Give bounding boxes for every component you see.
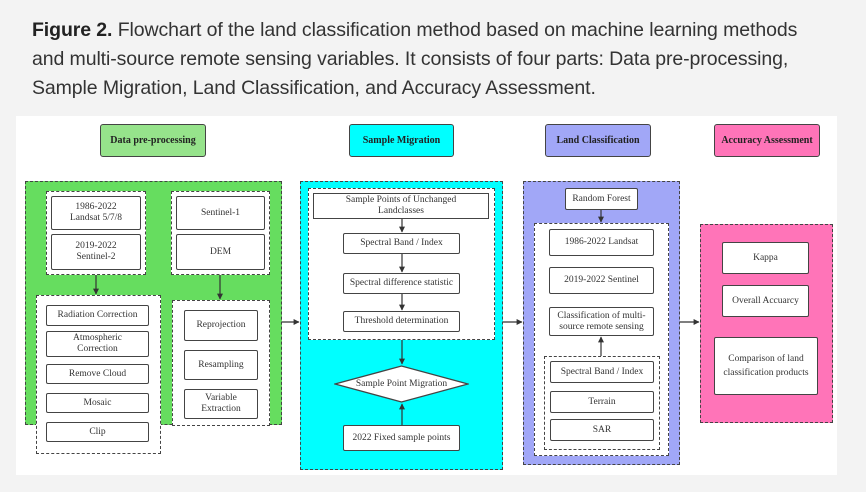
step-remove-cloud: Remove Cloud bbox=[46, 364, 149, 384]
source-dem: DEM bbox=[176, 234, 265, 270]
step-variable-extraction: Variable Extraction bbox=[184, 389, 258, 419]
figure-caption: Figure 2. Flowchart of the land classifi… bbox=[32, 16, 832, 103]
step-spectral-band-index: Spectral Band / Index bbox=[343, 233, 460, 254]
feature-spectral-band-index: Spectral Band / Index bbox=[550, 361, 654, 383]
header-data-preprocessing: Data pre-processing bbox=[100, 124, 206, 157]
source-sentinel-2: 2019-2022 Sentinel-2 bbox=[51, 234, 141, 270]
header-land-classification: Land Classification bbox=[545, 124, 651, 157]
flowchart-figure: Data pre-processing Sample Migration Lan… bbox=[16, 116, 837, 475]
step-unchanged-sample-points: Sample Points of Unchanged Landclasses bbox=[313, 193, 489, 219]
step-fixed-sample-points: 2022 Fixed sample points bbox=[343, 425, 460, 451]
step-clip: Clip bbox=[46, 422, 149, 442]
decision-sample-point-migration bbox=[334, 365, 469, 403]
model-random-forest: Random Forest bbox=[565, 188, 638, 210]
data-multi-source-classification: Classification of multi- source remote s… bbox=[549, 307, 654, 336]
header-sample-migration: Sample Migration bbox=[349, 124, 454, 157]
data-sentinel: 2019-2022 Sentinel bbox=[549, 267, 654, 294]
figure-caption-text: Flowchart of the land classification met… bbox=[32, 19, 798, 99]
source-landsat: 1986-2022 Landsat 5/7/8 bbox=[51, 196, 141, 230]
metric-product-comparison: Comparison of land classification produc… bbox=[714, 337, 818, 395]
data-landsat: 1986-2022 Landsat bbox=[549, 229, 654, 256]
step-resampling: Resampling bbox=[184, 350, 258, 380]
step-spectral-difference-statistic: Spectral difference statistic bbox=[343, 273, 460, 294]
feature-terrain: Terrain bbox=[550, 391, 654, 413]
chevron-up-icon[interactable]: ⌃ bbox=[836, 0, 852, 12]
metric-overall-accuracy: Overall Accuarcy bbox=[722, 285, 809, 317]
header-accuracy-assessment: Accuracy Assessment bbox=[714, 124, 820, 157]
source-sentinel-1: Sentinel-1 bbox=[176, 196, 265, 230]
step-radiation-correction: Radiation Correction bbox=[46, 305, 149, 326]
metric-kappa: Kappa bbox=[722, 242, 809, 274]
figure-label: Figure 2. bbox=[32, 19, 113, 41]
decision-label: Sample Point Migration bbox=[355, 379, 448, 389]
step-atmospheric-correction: Atmospheric Correction bbox=[46, 331, 149, 357]
feature-sar: SAR bbox=[550, 419, 654, 441]
step-threshold-determination: Threshold determination bbox=[343, 311, 460, 332]
step-mosaic: Mosaic bbox=[46, 393, 149, 413]
step-reprojection: Reprojection bbox=[184, 310, 258, 341]
